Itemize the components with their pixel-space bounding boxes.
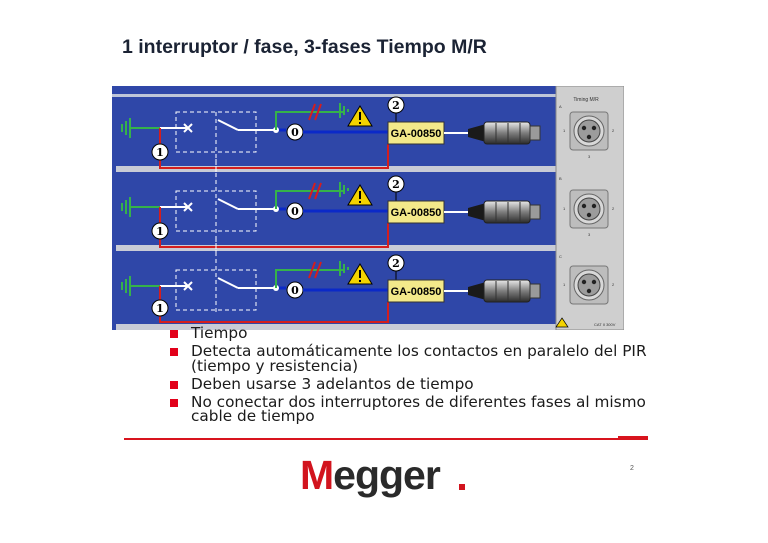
module-label: GA-00850 xyxy=(391,128,442,140)
logo-initial: M xyxy=(300,452,334,498)
row-separator xyxy=(116,324,556,330)
slide-title: 1 interruptor / fase, 3-fases Tiempo M/R xyxy=(122,36,487,58)
pin-1: 1 xyxy=(563,206,566,211)
warning-icon xyxy=(347,105,373,127)
node-mid-label: 0 xyxy=(291,284,299,297)
module-label: GA-00850 xyxy=(391,286,442,298)
node-mid-label: 0 xyxy=(291,126,299,139)
bullet-text: Detecta automáticamente los contactos en… xyxy=(191,342,647,375)
switch-box xyxy=(175,190,257,232)
pin-3: 3 xyxy=(588,154,591,159)
breaker-contact-icon xyxy=(183,277,239,291)
slot-letter: C xyxy=(559,254,562,259)
logo-registered-icon xyxy=(459,484,465,490)
page-number: 2 xyxy=(630,465,634,472)
breaker-contact-icon xyxy=(183,198,239,212)
module-label: GA-00850 xyxy=(391,207,442,219)
switch-box xyxy=(175,269,257,311)
xlr-connector-icon xyxy=(468,200,541,224)
timing-panel: Timing M/R A 1 2 3 B 1 2 3 xyxy=(555,86,624,330)
bullet-list: Tiempo Detecta automáticamente los conta… xyxy=(168,324,688,427)
xlr-connector-icon xyxy=(468,121,541,145)
bullet-square-icon xyxy=(170,380,178,389)
footer-divider xyxy=(124,438,648,440)
bullet-item: No conectar dos interruptores de diferen… xyxy=(168,392,688,425)
pin-1: 1 xyxy=(563,128,566,133)
xlr-connector-icon xyxy=(468,279,541,303)
bullet-item: Deben usarse 3 adelantos de tiempo xyxy=(168,374,688,393)
bullet-text: No conectar dos interruptores de diferen… xyxy=(191,392,646,425)
bullet-square-icon xyxy=(170,398,178,407)
xlr-socket-icon xyxy=(573,193,605,225)
bullet-square-icon xyxy=(170,348,178,356)
xlr-socket-icon xyxy=(573,115,605,147)
bullet-text: Deben usarse 3 adelantos de tiempo xyxy=(191,374,474,393)
ground-icon xyxy=(121,118,160,138)
pin-3: 3 xyxy=(588,232,591,237)
panel-slot-a: A 1 2 3 xyxy=(559,104,615,159)
xlr-socket-icon xyxy=(573,269,605,301)
node-top xyxy=(387,175,405,193)
node-top xyxy=(387,96,405,114)
ground-icon xyxy=(121,197,160,217)
pin-2: 2 xyxy=(612,128,615,133)
bullet-text: Tiempo xyxy=(191,324,248,342)
panel-slot-b: B 1 2 3 xyxy=(559,176,615,237)
slot-letter: A xyxy=(559,104,562,109)
switch-box xyxy=(175,111,257,153)
node-top-label: 2 xyxy=(392,99,400,112)
circuit-row-3: 0 1 2 GA-00850 xyxy=(116,238,556,330)
node-left xyxy=(151,143,169,161)
node-left xyxy=(151,299,169,317)
circuit-row-1: 0 1 2 GA-00850 xyxy=(116,96,556,176)
node-left-label: 1 xyxy=(156,225,164,238)
wiring-diagram: 0 1 2 GA-00850 xyxy=(112,86,624,330)
node-left-label: 1 xyxy=(156,302,164,315)
node-top-label: 2 xyxy=(392,257,400,270)
panel-slot-c: C 1 2 xyxy=(559,254,615,305)
warning-icon xyxy=(347,184,373,206)
panel-footer: CAT II 300V xyxy=(594,322,616,327)
node-left xyxy=(151,222,169,240)
node-top xyxy=(387,254,405,272)
footer-divider-accent xyxy=(618,436,648,438)
panel-header: Timing M/R xyxy=(573,97,599,103)
bullet-square-icon xyxy=(170,330,178,338)
warning-icon xyxy=(347,263,373,285)
ground-icon xyxy=(121,276,160,296)
diagram-top-bar xyxy=(112,94,556,97)
logo-rest: egger xyxy=(333,452,441,498)
pin-1: 1 xyxy=(563,282,566,287)
circuit-row-2: 0 1 2 GA-00850 xyxy=(116,159,556,255)
megger-logo: Megger xyxy=(300,452,441,499)
node-top-label: 2 xyxy=(392,178,400,191)
pin-2: 2 xyxy=(612,206,615,211)
bullet-item: Tiempo xyxy=(168,324,688,342)
slot-letter: B xyxy=(559,176,562,181)
warning-icon xyxy=(555,317,569,328)
pin-2: 2 xyxy=(612,282,615,287)
breaker-contact-icon xyxy=(183,119,239,133)
node-mid-label: 0 xyxy=(291,205,299,218)
node-left-label: 1 xyxy=(156,146,164,159)
bullet-item: Detecta automáticamente los contactos en… xyxy=(168,342,688,375)
